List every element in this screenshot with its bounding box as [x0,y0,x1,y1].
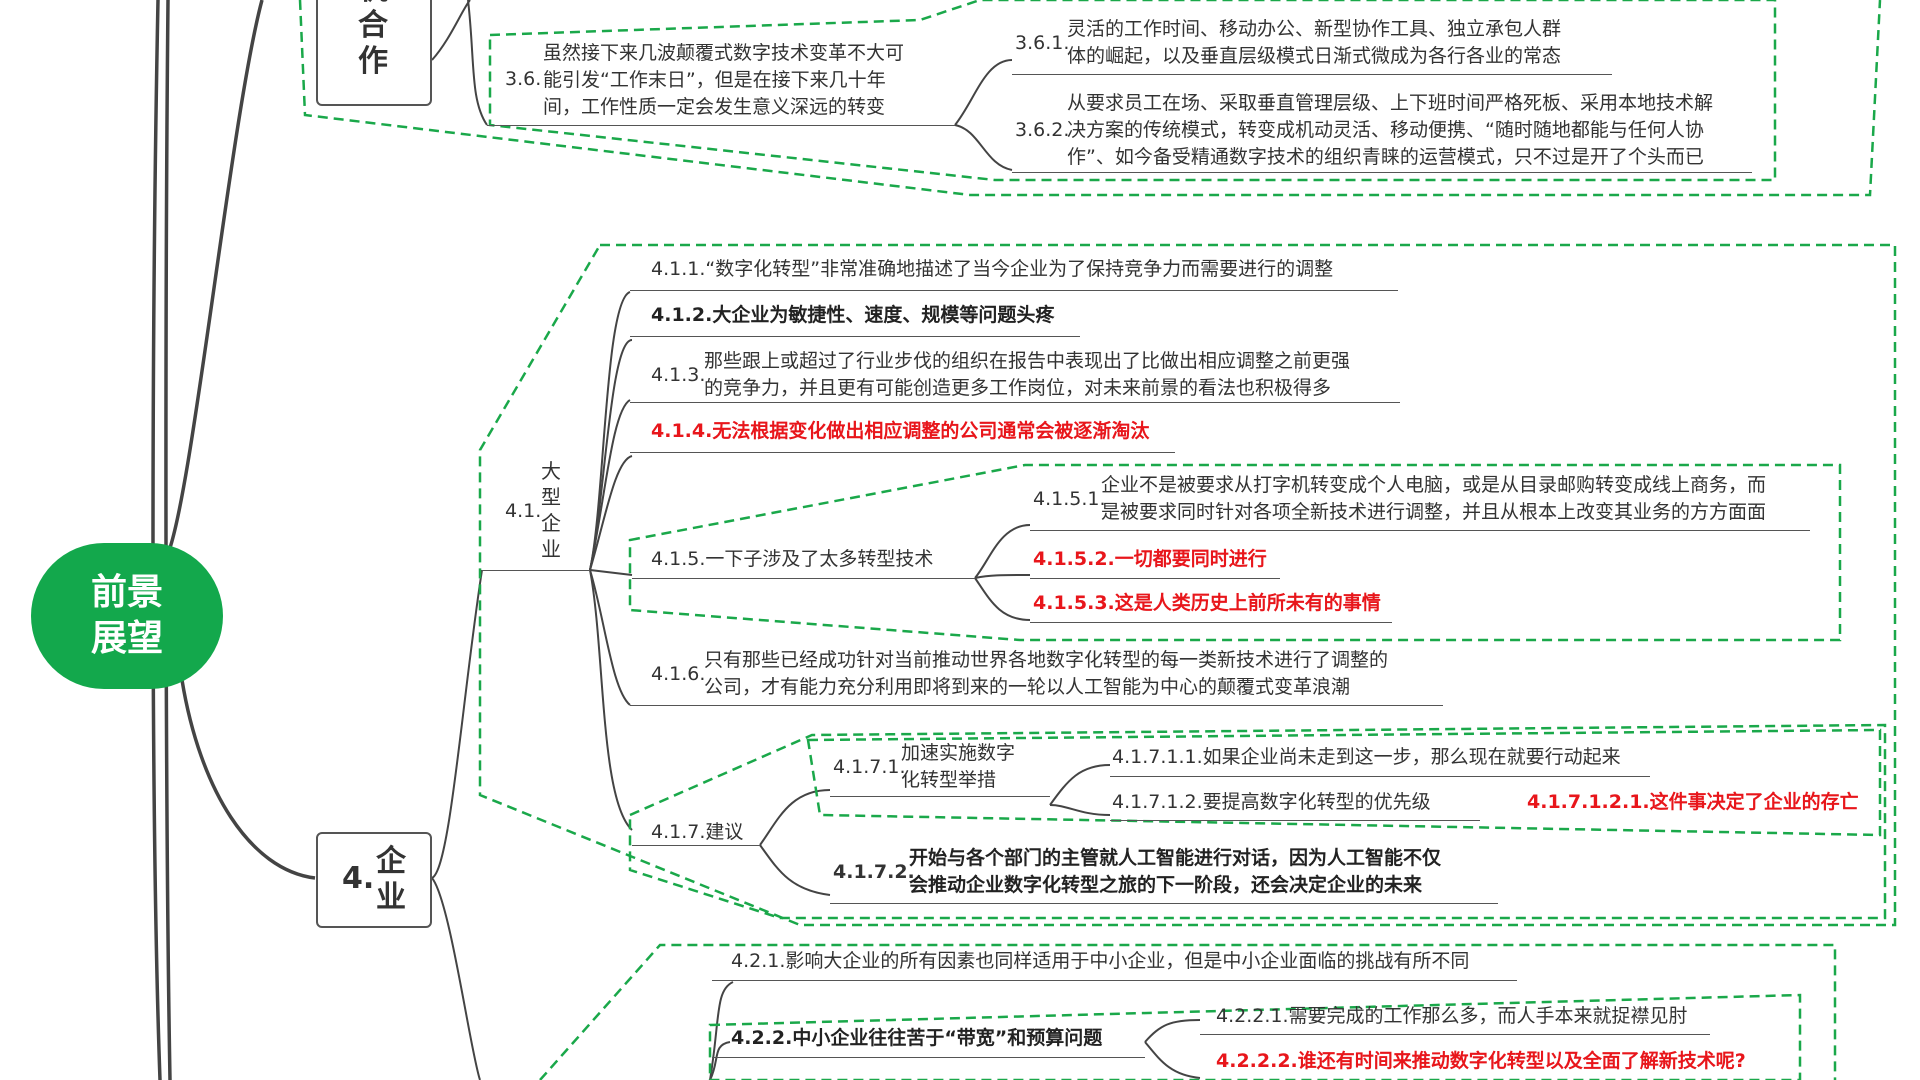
node-3-6-1-line-1: 灵活的工作时间、移动办公、新型协作工具、独立承包人群 [1067,18,1562,40]
node-4-1-5-1-underline [1030,530,1810,531]
node-4-1-5-underline [632,578,975,579]
node-4-1-7-1-1[interactable]: 4.1.7.1.1.如果企业尚未走到这一步，那么现在就要行动起来 [1112,746,1621,768]
node-4-1-7-1-line-2: 化转型举措 [901,769,997,791]
node-4-1-7[interactable]: 4.1.7.建议 [651,821,744,843]
branch-3-char-2: 合 [358,8,388,43]
node-4-1-7-2-line-1: 开始与各个部门的主管就人工智能进行对话，因为人工智能不仅 [909,847,1442,869]
node-4-1-7-1-underline [830,796,1050,797]
node-4-1-7-2[interactable]: 4.1.7.2. 开始与各个部门的主管就人工智能进行对话，因为人工智能不仅 会推… [833,845,1441,899]
node-4-1-underline [482,570,590,571]
node-4-1-6-underline [630,705,1443,706]
node-4-1-char-1: 大 [541,459,561,483]
node-3-6-2[interactable]: 3.6.2. 从要求员工在场、采取垂直管理层级、上下班时间严格死板、采用本地技术… [1015,90,1713,171]
node-3-6[interactable]: 3.6. 虽然接下来几波颠覆式数字技术变革不大可 能引发“工作末日”，但是在接下… [505,40,904,121]
root-line-1: 前景 [90,572,163,613]
node-4-2-2-1-underline [1200,1034,1710,1035]
node-4-1-5-1-num: 4.1.5.1. [1033,488,1106,510]
node-3-6-2-line-1: 从要求员工在场、采取垂直管理层级、上下班时间严格死板、采用本地技术解 [1067,92,1714,114]
node-4-1-6-line-2: 公司，才有能力充分利用即将到来的一轮以人工智能为中心的颠覆式变革浪潮 [704,676,1351,698]
node-4-1-7-1-1-underline [1110,776,1650,777]
node-4-1-3-line-2: 的竞争力，并且更有可能创造更多工作岗位，对未来前景的看法也积极得多 [704,377,1332,399]
node-4-1-5[interactable]: 4.1.5.一下子涉及了太多转型技术 [651,548,934,570]
node-4-1-5-3-underline [1030,622,1392,623]
node-4-1-5-1-line-2: 是被要求同时针对各项全新技术进行调整，并且从根本上改变其业务的方方面面 [1101,501,1767,523]
node-4-2-2[interactable]: 4.2.2.中小企业往往苦于“带宽”和预算问题 [731,1027,1103,1049]
node-4-1-7-2-underline [830,903,1498,904]
node-4-1-7-1-2[interactable]: 4.1.7.1.2.要提高数字化转型的优先级 [1112,791,1431,813]
node-4-1-7-1-line-1: 加速实施数字 [901,742,1016,764]
node-3-6-2-num: 3.6.2. [1015,119,1070,141]
node-4-1-3-num: 4.1.3. [651,364,706,386]
branch-4-num: 4. [342,861,375,896]
node-3-6-underline [487,125,955,126]
node-4-2-2-1[interactable]: 4.2.2.1.需要完成的工作那么多，而人手本来就捉襟见肘 [1216,1005,1688,1027]
node-4-1-2-underline [630,336,1080,337]
node-4-1-num: 4.1. [505,500,542,522]
node-4-1-7-1-num: 4.1.7.1. [833,756,906,778]
node-3-6-line-3: 间，工作性质一定会发生意义深远的转变 [543,96,886,118]
branch-3-char-3: 作 [358,44,388,79]
root-topic[interactable]: 前景 展望 [31,543,223,689]
node-3-6-1[interactable]: 3.6.1. 灵活的工作时间、移动办公、新型协作工具、独立承包人群 体的崛起，以… [1015,16,1561,70]
node-4-1-4[interactable]: 4.1.4.无法根据变化做出相应调整的公司通常会被逐渐淘汰 [651,420,1150,442]
branch-4-box[interactable]: 4. 企 业 [316,832,432,928]
node-4-1-7-2-line-2: 会推动企业数字化转型之旅的下一阶段，还会决定企业的未来 [909,874,1423,896]
node-4-1-char-2: 型 [541,485,561,509]
node-4-1-char-4: 业 [541,537,561,561]
branch-3-box[interactable]: 机 合 作 [316,0,432,106]
node-4-1-7-underline [632,845,760,846]
branch-3-char-1: 机 [356,0,390,8]
branch-4-char-2: 业 [376,880,406,915]
node-3-6-line-1: 虽然接下来几波颠覆式数字技术变革不大可 [543,42,905,64]
node-4-2-2-2[interactable]: 4.2.2.2.谁还有时间来推动数字化转型以及全面了解新技术呢? [1216,1050,1746,1072]
branch-4-char-1: 企 [376,844,406,879]
node-3-6-line-2: 能引发“工作末日”，但是在接下来几十年 [543,69,886,91]
node-4-1-3-underline [630,402,1400,403]
node-4-2-1[interactable]: 4.2.1.影响大企业的所有因素也同样适用于中小企业，但是中小企业面临的挑战有所… [731,950,1470,972]
node-4-1-1-underline [630,290,1398,291]
node-4-1-6[interactable]: 4.1.6. 只有那些已经成功针对当前推动世界各地数字化转型的每一类新技术进行了… [651,647,1388,701]
node-4-1-7-1-2-1[interactable]: 4.1.7.1.2.1.这件事决定了企业的存亡 [1527,791,1859,813]
node-4-1-5-1-line-1: 企业不是被要求从打字机转变成个人电脑，或是从目录邮购转变成线上商务，而 [1101,474,1767,496]
node-4-2-1-underline [712,980,1517,981]
node-4-1-5-1[interactable]: 4.1.5.1. 企业不是被要求从打字机转变成个人电脑，或是从目录邮购转变成线上… [1033,472,1766,526]
node-4-1-5-3[interactable]: 4.1.5.3.这是人类历史上前所未有的事情 [1033,592,1381,614]
node-4-2-2-underline [712,1057,1145,1058]
node-4-1-5-2[interactable]: 4.1.5.2.一切都要同时进行 [1033,548,1267,570]
node-4-1-2[interactable]: 4.1.2.大企业为敏捷性、速度、规模等问题头疼 [651,304,1055,326]
node-4-1-char-3: 企 [541,511,561,535]
node-3-6-1-line-2: 体的崛起，以及垂直层级模式日渐式微成为各行各业的常态 [1067,45,1562,67]
node-3-6-2-line-2: 决方案的传统模式，转变成机动灵活、移动便携、“随时随地都能与任何人协 [1067,119,1704,141]
node-3-6-1-underline [1012,74,1612,75]
node-4-1-7-1[interactable]: 4.1.7.1. 加速实施数字 化转型举措 [833,740,1015,794]
node-3-6-2-underline [1012,172,1752,173]
node-4-1-5-2-underline [1030,578,1280,579]
node-4-1-6-num: 4.1.6. [651,663,706,685]
node-4-1-4-underline [630,452,1175,453]
root-line-2: 展望 [90,618,163,659]
node-3-6-1-num: 3.6.1. [1015,32,1070,54]
node-4-1-1[interactable]: 4.1.1.“数字化转型”非常准确地描述了当今企业为了保持竞争力而需要进行的调整 [651,258,1334,280]
node-4-1-3-line-1: 那些跟上或超过了行业步伐的组织在报告中表现出了比做出相应调整之前更强 [704,350,1351,372]
node-3-6-2-line-3: 作”、如今备受精通数字技术的组织青睐的运营模式，只不过是开了个头而已 [1067,146,1704,168]
node-4-1-7-2-num: 4.1.7.2. [833,861,915,883]
node-4-1-7-1-2-underline [1110,820,1480,821]
node-4-1-6-line-1: 只有那些已经成功针对当前推动世界各地数字化转型的每一类新技术进行了调整的 [704,649,1389,671]
node-4-1-3[interactable]: 4.1.3. 那些跟上或超过了行业步伐的组织在报告中表现出了比做出相应调整之前更… [651,348,1350,402]
node-3-6-num: 3.6. [505,68,542,90]
